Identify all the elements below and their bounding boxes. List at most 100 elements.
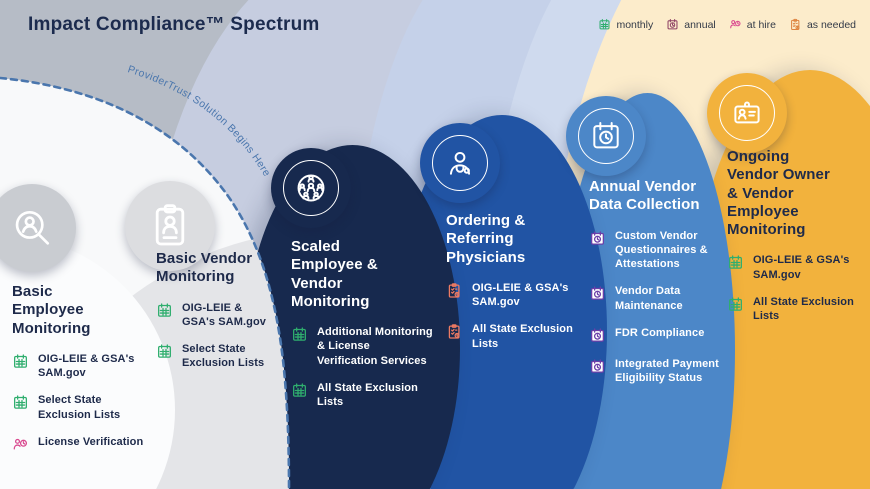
- list-item-as-needed: OIG-LEIE & GSA's SAM.gov: [446, 281, 584, 310]
- basic-employee-monitoring-title: Basic Employee Monitoring: [12, 283, 91, 337]
- people-network-icon: [297, 174, 325, 202]
- calendar-grid-icon: [293, 327, 306, 341]
- calendar-clock-icon: [593, 121, 619, 149]
- item-frequency-icon: [291, 325, 309, 343]
- item-frequency-icon: [156, 301, 174, 319]
- doctor-icon: [449, 151, 471, 175]
- person-search-icon: [15, 210, 50, 245]
- item-text: Vendor Data Maintenance: [615, 285, 683, 312]
- item-text: License Verification: [38, 436, 144, 449]
- basic-employee-monitoring-icon-circle: [0, 184, 76, 272]
- item-text: Select State Exclusion Lists: [38, 394, 121, 421]
- item-frequency-icon: [446, 322, 464, 340]
- item-text: All State Exclusion Lists: [753, 296, 854, 323]
- item-frequency-icon: [727, 253, 745, 271]
- calendar-grid-icon: [729, 297, 742, 311]
- legend-label-as-needed: as needed: [806, 18, 856, 31]
- item-text: FDR Compliance: [615, 327, 705, 340]
- calendar-grid-icon: [158, 344, 171, 358]
- item-frequency-icon: [291, 381, 309, 399]
- calendar-grid-icon: [158, 302, 171, 317]
- item-text: Select State Exclusion Lists: [182, 343, 265, 370]
- legend-item-as-needed: as needed: [789, 18, 856, 31]
- id-card-icon: [734, 101, 760, 124]
- basic-vendor-monitoring-icon-circle: [125, 181, 215, 271]
- person-clock-icon: [13, 438, 28, 450]
- item-frequency-icon: [12, 435, 30, 453]
- list-item-monthly: Select State Exclusion Lists: [156, 342, 276, 371]
- ongoing-vendor-owner-and-vendor-employee-monitoring-title: Ongoing Vendor Owner & Vendor Employee M…: [727, 148, 830, 239]
- calendar-grid-icon: [14, 395, 27, 410]
- item-text: Integrated Payment Eligibility Status: [615, 358, 719, 385]
- scaled-employee-vendor-monitoring-icon-circle: [271, 148, 351, 228]
- legend-item-monthly: monthly: [598, 18, 653, 31]
- clipboard-check-icon: [791, 18, 800, 30]
- list-item-monthly: All State Exclusion Lists: [291, 381, 433, 410]
- clipboard-check-icon: [448, 283, 460, 298]
- item-frequency-icon: [589, 284, 607, 302]
- item-text: OIG-LEIE & GSA's SAM.gov: [472, 281, 569, 309]
- section-ongoing-vendor-owner-and-vendor-employee-monitoring: Ongoing Vendor Owner & Vendor Employee M…: [727, 148, 870, 337]
- list-item-monthly: Additional Monitoring & License Verifica…: [291, 325, 433, 368]
- calendar-clock-icon: [591, 359, 604, 373]
- list-item-monthly: OIG-LEIE & GSA's SAM.gov: [727, 253, 870, 282]
- solution-dashed-arc: [0, 76, 291, 489]
- list-item-at-hire: License Verification: [12, 435, 144, 453]
- calendar-grid-icon: [599, 19, 610, 30]
- zone-inner-white-circle: [0, 235, 175, 489]
- list-item-annual: Integrated Payment Eligibility Status: [589, 357, 731, 386]
- basic-vendor-monitoring-title: Basic Vendor Monitoring: [156, 250, 253, 286]
- item-frequency-icon: [589, 229, 607, 247]
- page-title: Impact Compliance™ Spectrum: [28, 14, 320, 35]
- list-item-as-needed: All State Exclusion Lists: [446, 322, 584, 351]
- item-frequency-icon: [446, 281, 464, 299]
- list-item-annual: Vendor Data Maintenance: [589, 284, 731, 313]
- annual-vendor-data-collection-icon-circle: [566, 96, 646, 176]
- ordering-referring-physicians-icon-circle: [420, 123, 500, 203]
- calendar-grid-icon: [729, 255, 742, 270]
- item-frequency-icon: [727, 295, 745, 313]
- ordering-referring-physicians-title: Ordering & Referring Physicians: [446, 212, 526, 266]
- item-frequency-icon: [589, 326, 607, 344]
- icon-ring: [283, 160, 339, 216]
- list-item-monthly: OIG-LEIE & GSA's SAM.gov: [156, 301, 276, 330]
- item-text: OIG-LEIE & GSA's SAM.gov: [38, 352, 135, 380]
- scaled-employee-vendor-monitoring-title: Scaled Employee & Vendor Monitoring: [291, 238, 378, 310]
- item-frequency-icon: [156, 342, 174, 360]
- icon-ring: [432, 135, 488, 191]
- calendar-clock-icon: [591, 328, 604, 342]
- list-item-annual: FDR Compliance: [589, 326, 731, 344]
- list-item-monthly: All State Exclusion Lists: [727, 295, 870, 324]
- clipboard-person-icon: [155, 204, 185, 246]
- legend-item-at-hire: at hire: [729, 18, 776, 31]
- icon-ring: [578, 108, 634, 164]
- calendar-grid-icon: [293, 383, 306, 397]
- item-text: All State Exclusion Lists: [472, 323, 573, 350]
- item-text: Custom Vendor Questionnaires & Attestati…: [615, 229, 708, 271]
- item-text: OIG-LEIE & GSA's SAM.gov: [182, 301, 266, 328]
- person-clock-icon: [729, 20, 741, 29]
- legend-item-annual: annual: [666, 18, 716, 31]
- item-text: All State Exclusion Lists: [317, 382, 418, 409]
- item-frequency-icon: [12, 352, 30, 370]
- legend-label-monthly: monthly: [616, 18, 654, 31]
- legend-label-annual: annual: [684, 18, 716, 31]
- annual-vendor-data-collection-title: Annual Vendor Data Collection: [589, 178, 700, 214]
- clipboard-check-icon: [448, 324, 460, 340]
- list-item-monthly: Select State Exclusion Lists: [12, 393, 144, 422]
- calendar-clock-icon: [591, 286, 604, 301]
- icon-ring: [719, 85, 775, 141]
- frequency-legend: monthly annual at hire as needed: [598, 18, 856, 31]
- ongoing-vendor-owner-and-vendor-employee-monitoring-icon-circle: [707, 73, 787, 153]
- legend-label-at-hire: at hire: [746, 18, 776, 31]
- calendar-clock-icon: [591, 230, 604, 245]
- list-item-monthly: OIG-LEIE & GSA's SAM.gov: [12, 352, 144, 381]
- calendar-clock-icon: [667, 19, 678, 30]
